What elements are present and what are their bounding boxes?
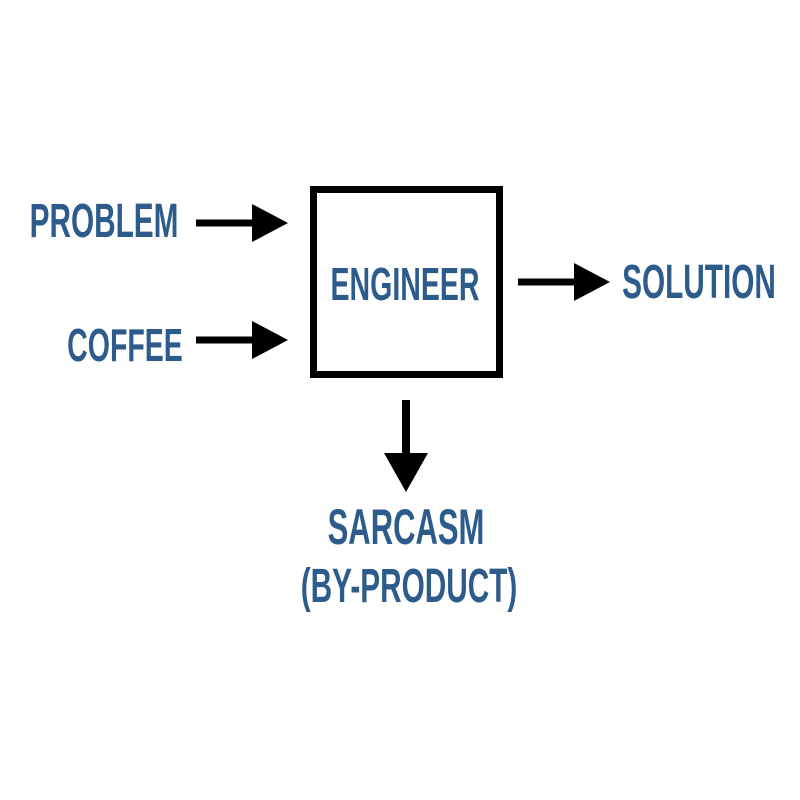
arrow-right-problem-to-engineer-icon: [195, 203, 289, 243]
coffee-label: COFFEE: [67, 319, 183, 371]
arrow-right-engineer-to-solution-icon: [517, 262, 611, 302]
problem-label: PROBLEM: [29, 195, 179, 248]
arrow-right-coffee-to-engineer-icon: [195, 320, 289, 360]
engineer-box: [310, 186, 503, 378]
sarcasm-label: SARCASM: [327, 499, 485, 555]
arrow-down-engineer-to-sarcasm-icon: [383, 398, 429, 493]
engineer-label: ENGINEER: [330, 258, 480, 310]
solution-label: SOLUTION: [622, 256, 776, 309]
sarcasm-sublabel: (BY-PRODUCT): [300, 560, 518, 613]
